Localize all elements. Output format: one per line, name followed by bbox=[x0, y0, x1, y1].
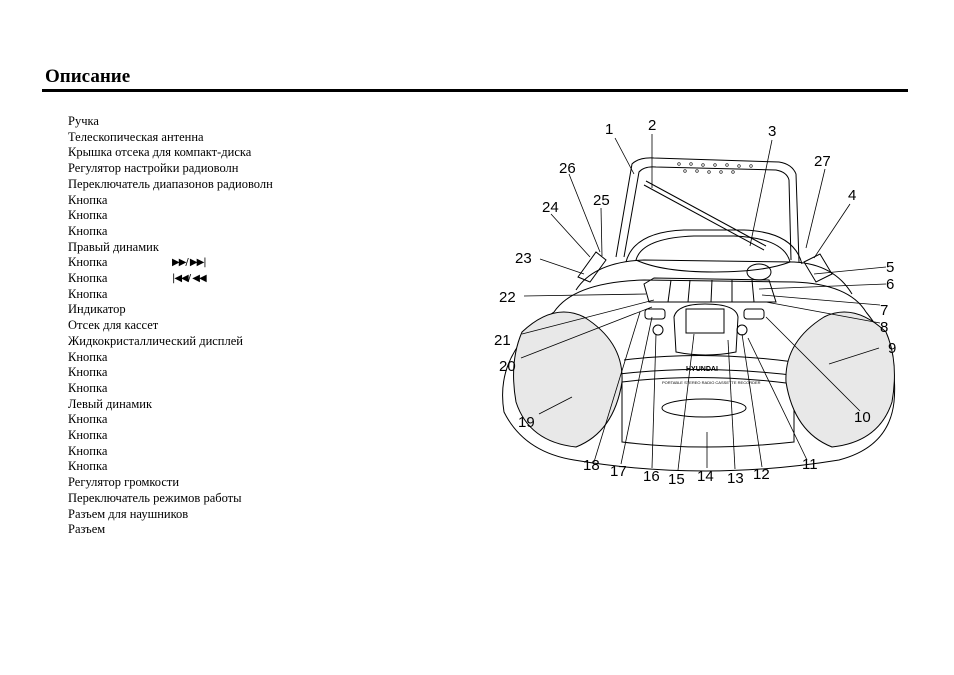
list-item: Кнопка bbox=[68, 459, 108, 474]
callout-25: 25 bbox=[593, 192, 610, 209]
brand-logo: HYUNDAI bbox=[686, 366, 718, 373]
callout-23: 23 bbox=[515, 250, 532, 267]
callout-18: 18 bbox=[583, 457, 600, 474]
list-item: Жидкокристаллический дисплей bbox=[68, 333, 243, 348]
callout-11: 11 bbox=[802, 456, 818, 473]
list-item: Левый динамик bbox=[68, 396, 153, 411]
callout-10: 10 bbox=[854, 409, 871, 426]
list-item: Кнопка bbox=[68, 286, 108, 301]
callout-1: 1 bbox=[605, 121, 613, 138]
list-item: Кнопка bbox=[68, 349, 108, 364]
parts-list: Ручка Телескопическая антенна Крышка отс… bbox=[68, 114, 273, 538]
callout-6: 6 bbox=[886, 276, 894, 293]
callout-27: 27 bbox=[814, 153, 831, 170]
callout-17: 17 bbox=[610, 463, 627, 480]
right-speaker bbox=[785, 311, 895, 448]
callout-26: 26 bbox=[559, 160, 576, 177]
list-item: Кнопка bbox=[68, 443, 108, 458]
outer-body bbox=[502, 311, 896, 472]
list-item: Кнопка bbox=[68, 208, 108, 223]
callout-8: 8 bbox=[880, 319, 888, 336]
forward-skip-icon: ▶▶/ ▶▶| bbox=[172, 257, 207, 269]
callout-7: 7 bbox=[880, 302, 888, 319]
callout-24: 24 bbox=[542, 199, 559, 216]
callout-15: 15 bbox=[668, 471, 685, 488]
lcd-display bbox=[685, 308, 725, 334]
list-item: Регулятор громкости bbox=[68, 475, 180, 490]
main-body bbox=[575, 259, 853, 295]
callout-19: 19 bbox=[518, 414, 535, 431]
callout-13: 13 bbox=[727, 470, 744, 487]
list-item: Разъем для наушников bbox=[68, 506, 189, 521]
knob-left bbox=[652, 324, 664, 336]
side-cap-left bbox=[577, 251, 607, 283]
callout-4: 4 bbox=[848, 187, 856, 204]
list-item: Правый динамик bbox=[68, 239, 159, 254]
callout-2: 2 bbox=[648, 117, 656, 134]
device-subtitle: PORTABLE STEREO RADIO CASSETTE RECORDER bbox=[662, 380, 761, 385]
list-item: Кнопка bbox=[68, 223, 108, 238]
callout-14: 14 bbox=[697, 468, 714, 485]
list-item: Кнопка bbox=[68, 380, 108, 395]
list-item: Регулятор настройки радиоволн bbox=[68, 161, 239, 176]
callout-22: 22 bbox=[499, 289, 516, 306]
list-item: Переключатель режимов работы bbox=[68, 490, 242, 505]
knob-right bbox=[736, 324, 748, 336]
handle-shape bbox=[615, 157, 800, 263]
handle-grille-icon bbox=[677, 162, 753, 174]
list-item: Кнопка bbox=[68, 365, 108, 380]
list-item-forward: Кнопка▶▶/ ▶▶| bbox=[68, 255, 207, 270]
title-divider bbox=[42, 89, 908, 92]
list-item: Отсек для кассет bbox=[68, 318, 159, 333]
callout-5: 5 bbox=[886, 259, 894, 276]
cassette-door bbox=[621, 376, 795, 448]
boombox-diagram: 1 2 3 4 5 6 7 8 9 10 11 12 13 14 15 16 1… bbox=[494, 117, 896, 488]
list-item: Индикатор bbox=[68, 302, 126, 317]
callout-3: 3 bbox=[768, 123, 776, 140]
backward-skip-icon: |◀◀/ ◀◀ bbox=[172, 273, 207, 285]
side-cap-right bbox=[803, 253, 833, 283]
list-item: Кнопка bbox=[68, 192, 108, 207]
list-item: Кнопка bbox=[68, 428, 108, 443]
callout-9: 9 bbox=[888, 340, 896, 357]
callout-21: 21 bbox=[494, 332, 511, 349]
list-item: Кнопка bbox=[68, 412, 108, 427]
callout-16: 16 bbox=[643, 468, 660, 485]
cd-lid bbox=[635, 235, 791, 273]
page-title: Описание bbox=[45, 66, 131, 87]
callout-20: 20 bbox=[499, 358, 516, 375]
list-item: Ручка bbox=[68, 114, 99, 128]
antenna-shape bbox=[643, 184, 765, 251]
list-item: Переключатель диапазонов радиоволн bbox=[68, 176, 273, 191]
upper-body bbox=[625, 229, 803, 265]
list-item: Телескопическая антенна bbox=[68, 129, 204, 144]
button-row bbox=[643, 277, 777, 303]
list-item: Разъем bbox=[68, 522, 106, 537]
list-item-backward: Кнопка|◀◀/ ◀◀ bbox=[68, 271, 207, 286]
callout-12: 12 bbox=[753, 466, 770, 483]
list-item: Крышка отсека для компакт-диска bbox=[68, 145, 252, 160]
